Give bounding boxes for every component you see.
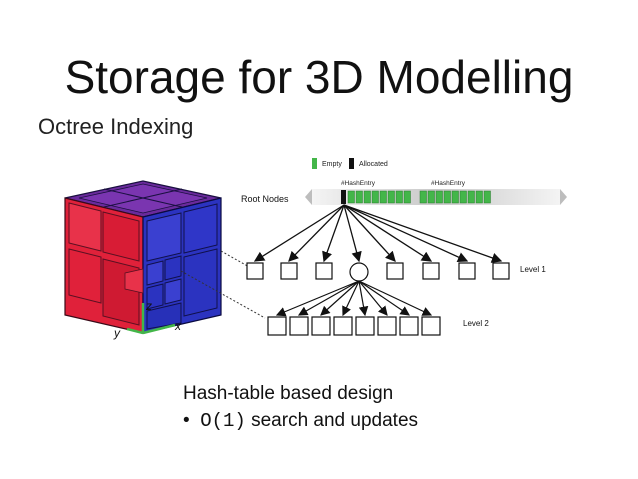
level2-node [311,316,331,336]
level2-arrow [275,280,360,317]
octree-tree [246,204,510,336]
level1-connector [220,250,252,269]
octree-cube-illustration: z x y [64,180,222,340]
level1-node [492,262,510,280]
bullet-item: • O(1) search and updates [183,407,418,435]
legend-allocated-swatch [349,158,354,169]
body-text: Hash-table based design • O(1) search an… [183,380,418,435]
hash-cell-empty [451,190,459,204]
level2-arrow [358,280,410,316]
hash-cell-empty [395,190,403,204]
level2-arrow [342,280,360,317]
level2-arrow [358,280,388,316]
hash-cell-empty [427,190,435,204]
level1-node [280,262,298,280]
legend-empty-swatch [312,158,317,169]
hash-entry-label-1: #HashEntry [341,180,376,187]
level1-node [386,262,404,280]
y-axis-line [126,327,144,335]
level1-arrow [343,204,503,263]
level1-arrow [343,204,396,262]
hash-entry-label-2: #HashEntry [431,180,466,187]
hash-cells [347,190,491,204]
level2-node [421,316,441,336]
level1-arrow [343,204,362,263]
level2-node [399,316,419,336]
level1-node [315,262,333,280]
x-axis-label: x [174,319,182,333]
level1-expanded-node [349,262,369,282]
y-axis-label: y [113,326,121,340]
level1-arrow [322,204,345,263]
level1-label: Level 1 [520,265,546,274]
level2-arrow [358,280,433,316]
level2-arrow [320,280,360,316]
level2-node [355,316,375,336]
bullet-marker: • [183,410,190,431]
slide-title: Storage for 3D Modelling [64,51,574,103]
bullet-text: search and updates [245,410,419,431]
hash-cell-empty [379,190,387,204]
level1-node [422,262,440,280]
hash-cell-empty [459,190,467,204]
hash-cell-empty [403,190,411,204]
bar-left-cap [305,189,312,205]
level2-node [333,316,353,336]
bullet-code: O(1) [200,410,246,432]
legend-empty-label: Empty [322,161,342,168]
bar-right-cap [560,189,567,205]
level2-arrow [297,280,360,316]
hash-cell-empty [355,190,363,204]
level1-arrow [343,204,469,262]
octree-diagram: z x y Empty Allocated #HashEntry #HashEn… [64,158,567,340]
z-axis-label: z [145,299,152,313]
level1-node [458,262,476,280]
hash-cell-empty [435,190,443,204]
level1-node [246,262,264,280]
hash-cell-empty [371,190,379,204]
level2-label: Level 2 [463,319,489,328]
octree-figure: z x y Empty Allocated #HashEntry #HashEn… [39,153,598,386]
level1-arrow [343,204,433,262]
level2-node [377,316,397,336]
hash-cell-empty [419,190,427,204]
hash-cell-empty [467,190,475,204]
level2-connector [180,270,266,319]
hash-cell-empty [363,190,371,204]
body-heading: Hash-table based design [183,383,394,404]
level1-arrow [253,204,345,262]
level2-arrow [358,280,369,317]
level1-arrow [288,204,345,262]
hash-cell-empty [347,190,355,204]
root-nodes-label: Root Nodes [241,194,289,204]
hash-cell-empty [475,190,483,204]
slide-subtitle: Octree Indexing [38,114,194,139]
allocated-root-cell [341,190,346,204]
hash-cell-empty [443,190,451,204]
level2-node [289,316,309,336]
legend: Empty Allocated [312,158,388,169]
level2-node [267,316,287,336]
hash-cell-empty [483,190,491,204]
legend-allocated-label: Allocated [359,161,388,168]
x-axis-line [142,323,176,335]
hash-cell-empty [387,190,395,204]
